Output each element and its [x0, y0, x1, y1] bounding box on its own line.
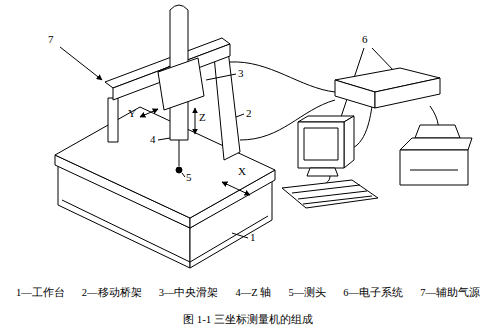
- controller-box: [335, 80, 375, 108]
- central-carriage: [158, 58, 204, 110]
- keyboard: [282, 180, 378, 208]
- monitor: [298, 122, 344, 168]
- central-carriage: [158, 58, 204, 110]
- workbench: [190, 216, 268, 262]
- part-key: 6—电子系统: [343, 288, 403, 299]
- callout-number: 6: [362, 34, 368, 45]
- printer: [415, 125, 460, 138]
- cables: [230, 62, 335, 92]
- axis-arrows: [195, 108, 196, 134]
- part-key: 7—辅助气源: [420, 288, 480, 299]
- probe: [179, 140, 180, 166]
- monitor: [298, 116, 354, 176]
- part-key: 3—中央滑架: [159, 288, 219, 299]
- moving-bridge: [214, 50, 240, 160]
- axis-arrows: [140, 109, 158, 117]
- leader-lines: [232, 233, 248, 238]
- controller-box: [335, 68, 440, 108]
- callout-number: X: [238, 166, 246, 177]
- monitor: [304, 128, 338, 160]
- part-key: 1—工作台: [16, 288, 65, 299]
- workbench: [55, 107, 275, 218]
- printer: [410, 170, 458, 171]
- figure-caption: 图 1-1 三坐标测量机的组成: [183, 314, 313, 325]
- callout-number: Y: [128, 108, 136, 119]
- caption-row: 图 1-1 三坐标测量机的组成: [0, 309, 496, 327]
- part-key: 5—测头: [288, 288, 326, 299]
- axis-arrows: [222, 182, 250, 195]
- probe: [176, 140, 182, 173]
- leader-lines: [182, 173, 185, 177]
- callout-number: 4: [150, 134, 156, 145]
- controller-box: [375, 78, 440, 108]
- callout-number: 1: [250, 232, 256, 243]
- moving-bridge: [108, 98, 118, 142]
- monitor: [344, 116, 354, 168]
- leader-lines: [60, 47, 102, 80]
- central-carriage: [158, 66, 170, 72]
- keyboard: [292, 185, 360, 193]
- callout-number: 5: [186, 172, 192, 183]
- callout-number: 2: [246, 108, 252, 119]
- axis-arrows: [140, 108, 250, 195]
- leader-lines: [60, 47, 395, 238]
- keyboard: [303, 196, 372, 204]
- keyboard: [282, 180, 378, 208]
- legend-row: 1—工作台 2—移动桥架 3—中央滑架 4—Z 轴 5—测头 6—电子系统 7—辅助气源: [16, 288, 480, 299]
- monitor: [307, 168, 338, 176]
- probe: [176, 167, 182, 173]
- printer: [400, 138, 472, 150]
- workbench: [55, 107, 275, 268]
- part-key: 4—Z 轴: [236, 288, 272, 299]
- leader-lines: [158, 138, 170, 140]
- part-key: 2—移动桥架: [82, 288, 142, 299]
- callout-number: Z: [199, 112, 206, 123]
- callout-number: 3: [238, 68, 244, 79]
- leader-lines: [206, 74, 236, 80]
- leader-lines: [236, 114, 244, 117]
- leader-lines: [372, 48, 395, 72]
- callout-number: 7: [48, 34, 54, 45]
- printer: [400, 150, 468, 185]
- printer: [400, 125, 472, 185]
